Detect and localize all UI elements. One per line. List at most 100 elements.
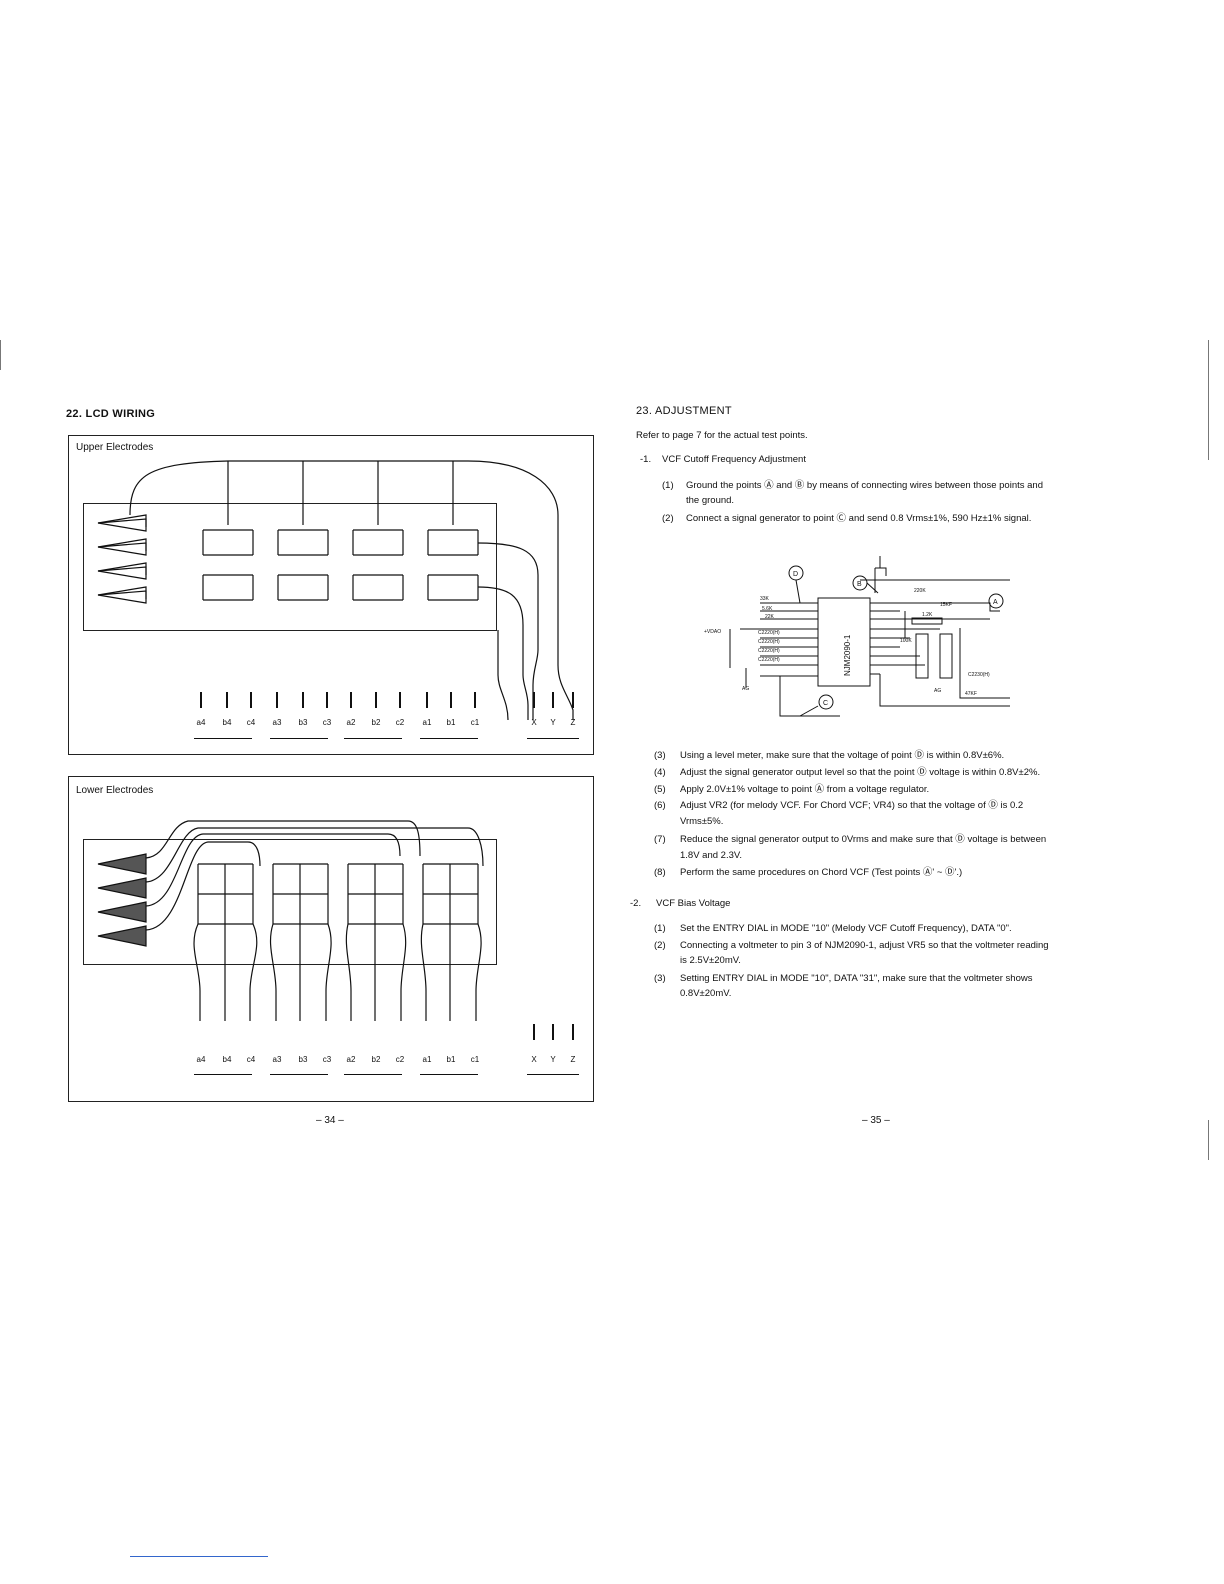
step-number: (7): [654, 834, 666, 845]
step-number: (8): [654, 867, 666, 878]
svg-text:+VDAO: +VDAO: [704, 629, 721, 635]
lower-terminal-b1: b1: [446, 1055, 456, 1064]
step-text: Adjust the signal generator output level…: [680, 767, 1041, 778]
lower-terminal-x: X: [531, 1055, 537, 1064]
step-text: Setting ENTRY DIAL in MODE "10", DATA "3…: [680, 973, 1033, 984]
terminal-b1: b1: [446, 718, 456, 727]
lower-terminal-c4: c4: [246, 1055, 256, 1064]
terminal-a3: a3: [272, 718, 282, 727]
step-text: Vrms±5%.: [680, 816, 724, 827]
step-text: is 2.5V±20mV.: [680, 955, 741, 966]
step-number: (4): [654, 767, 666, 778]
svg-text:C2230(H): C2230(H): [968, 672, 990, 678]
svg-text:220K: 220K: [914, 588, 926, 594]
scan-edge-line: [0, 340, 1, 370]
terminal-c4: c4: [246, 718, 256, 727]
svg-text:100K: 100K: [900, 638, 912, 644]
terminal-c1: c1: [470, 718, 480, 727]
step-text: Apply 2.0V±1% voltage to point Ⓐ from a …: [680, 784, 930, 795]
terminal-b4: b4: [222, 718, 232, 727]
upper-electrodes-box: Upper Electrodes: [68, 435, 594, 755]
svg-text:15KF: 15KF: [940, 602, 952, 608]
step-text: Reduce the signal generator output to 0V…: [680, 834, 1047, 845]
section1-number: -1.: [640, 454, 652, 465]
lower-terminal-a4: a4: [196, 1055, 206, 1064]
terminal-c2: c2: [395, 718, 405, 727]
step-number: (3): [654, 750, 666, 761]
step-text: Perform the same procedures on Chord VCF…: [680, 867, 963, 878]
section1-title: VCF Cutoff Frequency Adjustment: [662, 454, 806, 465]
svg-text:5.6K: 5.6K: [762, 606, 773, 612]
terminal-b2: b2: [371, 718, 381, 727]
step-text: Set the ENTRY DIAL in MODE "10" (Melody …: [680, 923, 1012, 934]
step-number: (2): [654, 940, 666, 951]
svg-text:AG: AG: [742, 686, 749, 692]
svg-text:C2220(H): C2220(H): [758, 630, 780, 636]
lower-terminal-a3: a3: [272, 1055, 282, 1064]
point-c-label: C: [823, 700, 828, 707]
point-d-label: D: [793, 571, 798, 578]
lower-terminal-b4: b4: [222, 1055, 232, 1064]
lower-lcd-panel: [83, 839, 497, 965]
lower-terminal-b3: b3: [298, 1055, 308, 1064]
lower-electrodes-box: Lower Electrodes: [68, 776, 594, 1102]
link-underline: [130, 1556, 268, 1557]
lower-wiring-diagram: [97, 820, 484, 1021]
terminal-c3: c3: [322, 718, 332, 727]
step-number: (2): [662, 513, 674, 524]
lower-electrodes-label: Lower Electrodes: [76, 785, 154, 796]
lower-terminal-b2: b2: [371, 1055, 381, 1064]
scan-edge-line: [1208, 340, 1209, 460]
svg-text:AG: AG: [934, 688, 941, 694]
terminal-y: Y: [550, 718, 556, 727]
scan-edge-line: [1208, 1120, 1209, 1160]
section2-number: -2.: [630, 898, 642, 909]
section-title-adjustment: 23. ADJUSTMENT: [636, 405, 732, 417]
lower-terminal-y: Y: [550, 1055, 556, 1064]
svg-text:33K: 33K: [760, 596, 770, 602]
ic-label: NJM2090-1: [843, 634, 852, 676]
lower-terminal-c1: c1: [470, 1055, 480, 1064]
lower-terminal-c2: c2: [395, 1055, 405, 1064]
terminal-a4: a4: [196, 718, 206, 727]
lower-terminal-c3: c3: [322, 1055, 332, 1064]
step-text: 0.8V±20mV.: [680, 988, 732, 999]
point-a-label: A: [993, 599, 998, 606]
step-text: 1.8V and 2.3V.: [680, 850, 742, 861]
step-number: (6): [654, 800, 666, 811]
svg-text:C2220(H): C2220(H): [758, 648, 780, 654]
svg-text:47KF: 47KF: [965, 691, 977, 697]
section2-title: VCF Bias Voltage: [656, 898, 731, 909]
svg-text:C2220(H): C2220(H): [758, 639, 780, 645]
step-text: Using a level meter, make sure that the …: [680, 750, 1005, 761]
step-number: (3): [654, 973, 666, 984]
section-title-lcd-wiring: 22. LCD WIRING: [66, 408, 156, 420]
svg-text:1.2K: 1.2K: [922, 612, 933, 618]
terminal-x: X: [531, 718, 537, 727]
upper-electrodes-label: Upper Electrodes: [76, 442, 154, 453]
step-text: Adjust VR2 (for melody VCF. For Chord VC…: [680, 800, 1024, 811]
upper-wiring-diagram: [97, 460, 574, 721]
lower-terminal-a2: a2: [346, 1055, 356, 1064]
step-text: Connecting a voltmeter to pin 3 of NJM20…: [680, 940, 1049, 951]
page-number-left: – 34 –: [316, 1115, 344, 1126]
step-number: (1): [654, 923, 666, 934]
svg-text:C2220(H): C2220(H): [758, 657, 780, 663]
vcf-schematic: D B A C NJM2090-1 33K 5.6K 22K C2220(H) …: [704, 556, 1010, 717]
point-b-label: B: [857, 581, 862, 588]
step-number: (5): [654, 784, 666, 795]
terminal-z: Z: [570, 718, 576, 727]
step-number: (1): [662, 480, 674, 491]
step-text: the ground.: [686, 495, 735, 506]
terminal-b3: b3: [298, 718, 308, 727]
terminal-a2: a2: [346, 718, 356, 727]
svg-text:22K: 22K: [765, 614, 775, 620]
step-text: Connect a signal generator to point Ⓒ an…: [686, 513, 1032, 524]
page-number-right: – 35 –: [862, 1115, 890, 1126]
lower-terminal-z: Z: [570, 1055, 576, 1064]
step-text: Ground the points Ⓐ and Ⓑ by means of co…: [686, 480, 1043, 491]
adjustment-intro: Refer to page 7 for the actual test poin…: [636, 430, 808, 441]
lower-terminal-a1: a1: [422, 1055, 432, 1064]
terminal-a1: a1: [422, 718, 432, 727]
upper-lcd-panel: [83, 503, 497, 631]
